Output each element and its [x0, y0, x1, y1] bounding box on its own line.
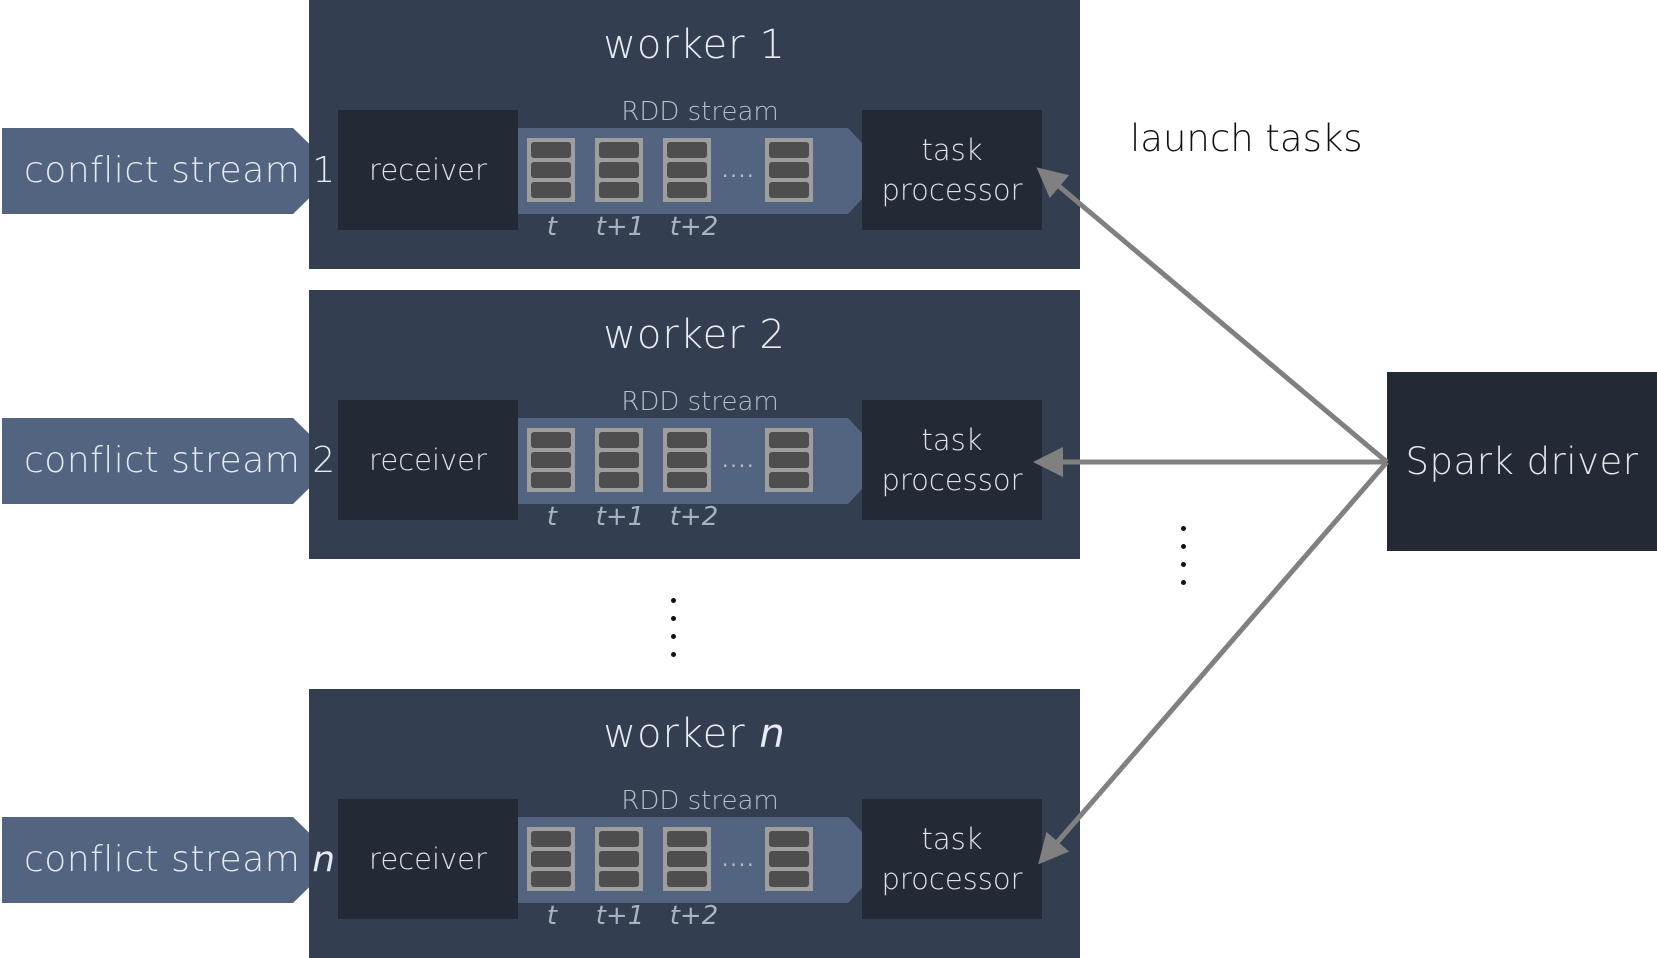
time-label-t: t — [546, 901, 558, 931]
rdd-stream-label: RDD stream — [621, 786, 779, 816]
rdd-batch-t2 — [663, 827, 711, 891]
time-label-t2: t+2 — [669, 502, 719, 532]
time-label-t1: t+1 — [595, 502, 645, 532]
rdd-batch-t1 — [595, 827, 643, 891]
rdd-batch-last — [765, 138, 813, 202]
rdd-batch-t2 — [663, 138, 711, 202]
worker-title: worker 2 — [603, 312, 786, 358]
rdd-batch-t — [527, 827, 575, 891]
arrow-to-worker-n — [1038, 460, 1389, 865]
rdd-batch-t1 — [595, 138, 643, 202]
tasks-ellipsis — [1181, 526, 1191, 598]
batch-ellipsis: .... — [722, 158, 756, 182]
worker-2-box: worker 2 RDD stream receiver .... t t+1 … — [309, 290, 1080, 559]
conflict-stream-label: conflict stream 2 — [24, 440, 336, 481]
workers-ellipsis — [671, 598, 681, 670]
rdd-stream-label: RDD stream — [621, 97, 779, 127]
time-label-t1: t+1 — [595, 901, 645, 931]
receiver-box: receiver — [338, 799, 518, 919]
conflict-stream-label: conflict stream n — [24, 839, 336, 880]
rdd-batch-t1 — [595, 428, 643, 492]
conflict-stream-n: conflict stream n — [2, 817, 337, 903]
time-label-t2: t+2 — [669, 901, 719, 931]
time-label-t1: t+1 — [595, 212, 645, 242]
rdd-batch-t2 — [663, 428, 711, 492]
conflict-stream-1: conflict stream 1 — [2, 128, 337, 214]
rdd-batch-last — [765, 827, 813, 891]
time-label-t2: t+2 — [669, 212, 719, 242]
time-label-t: t — [546, 212, 558, 242]
spark-driver-box: Spark driver — [1387, 372, 1657, 551]
rdd-batch-last — [765, 428, 813, 492]
conflict-stream-arrow-2 — [2, 418, 337, 504]
conflict-stream-2: conflict stream 2 — [2, 418, 337, 504]
arrow-to-worker-1 — [1036, 167, 1389, 464]
worker-title: worker 1 — [603, 22, 786, 68]
rdd-batch-t — [527, 138, 575, 202]
time-label-t: t — [546, 502, 558, 532]
conflict-stream-arrow-1 — [2, 128, 337, 214]
worker-title: worker n — [603, 711, 786, 757]
conflict-stream-arrow-n — [2, 817, 337, 903]
launch-tasks-label: launch tasks — [1130, 117, 1363, 160]
worker-n-box: worker n RDD stream receiver .... t t+1 … — [309, 689, 1080, 958]
batch-ellipsis: .... — [722, 847, 756, 871]
worker-1-box: worker 1 RDD stream receiver .... t t+1 … — [309, 0, 1080, 269]
batch-ellipsis: .... — [722, 448, 756, 472]
receiver-box: receiver — [338, 400, 518, 520]
conflict-stream-label: conflict stream 1 — [24, 150, 336, 191]
rdd-batch-t — [527, 428, 575, 492]
rdd-stream-label: RDD stream — [621, 387, 779, 417]
receiver-box: receiver — [338, 110, 518, 230]
